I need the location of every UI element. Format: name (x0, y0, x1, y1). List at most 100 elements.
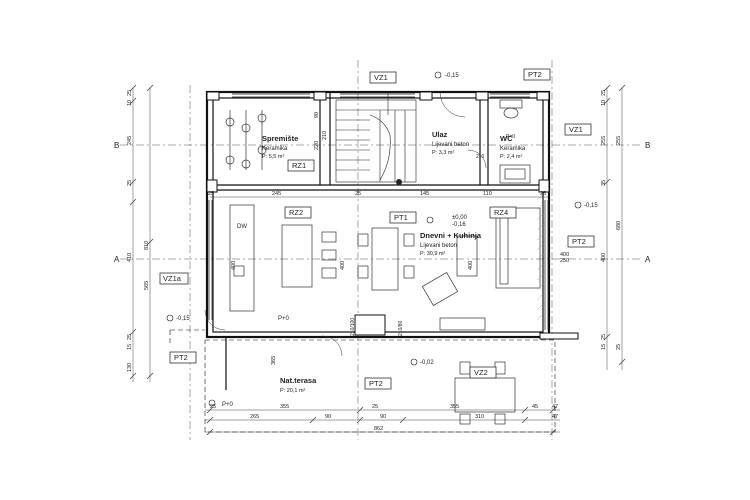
tag-pt2-left: PT2 (174, 353, 188, 362)
dim-inner-5: 400 (468, 261, 474, 270)
dim-top-5: 110 (483, 191, 492, 197)
room-name-spremiste: Spremište (262, 134, 298, 143)
dim-inner-7: 400 (560, 252, 569, 258)
room-floor-spremiste: Keramika (262, 146, 288, 152)
room-area-ulaz: P: 3,3 m² (432, 150, 454, 156)
staircase (335, 92, 417, 183)
dim-inner-1: 90 (314, 112, 320, 118)
dim-b2-2: 90 (325, 414, 331, 420)
level-top: -0,15 (445, 73, 459, 79)
tag-vz1a: VZ1a (163, 274, 182, 283)
dim-b2-3: 90 (380, 414, 386, 420)
dim-left-10: 565 (144, 281, 150, 290)
room-floor-wc: Keramika (500, 146, 526, 152)
dim-inner-2: 210 (322, 131, 328, 140)
dim-right-7: 25 (601, 334, 607, 340)
dimension-texts: 25 245 25 145 110 25 25 355 25 355 45 47… (208, 191, 558, 432)
dim-right-5: 400 (601, 253, 607, 262)
dim-top-6: 25 (540, 191, 546, 197)
dim-inner-3: 220 (314, 141, 320, 150)
tag-rz4: RZ4 (494, 208, 508, 217)
kitchen-furniture (229, 204, 541, 331)
dim-right-9: 25 (616, 344, 622, 350)
dim-right-3: 255 (601, 136, 607, 145)
tag-vz1-right: VZ1 (569, 125, 583, 134)
dim-b1-1: 25 (210, 404, 216, 410)
dim-overall: 862 (374, 426, 383, 432)
room-name-terasa: Nat.terasa (280, 376, 317, 385)
tag-boxes (159, 68, 595, 390)
dim-top-4: 145 (420, 191, 429, 197)
dim-top-1: 25 (208, 191, 214, 197)
dim-left-3: 245 (127, 136, 133, 145)
level-terrace: -0,02 (420, 360, 434, 366)
bicycle-icons (225, 110, 267, 170)
grid-label-a-right: A (645, 255, 651, 264)
dim-right-2: 10 (601, 100, 607, 106)
dim-inner-8: 255 (616, 136, 622, 145)
label-p-0: P+0 (278, 316, 290, 322)
dim-b1-5: 45 (532, 404, 538, 410)
level-main-a: ±0,00 (452, 215, 468, 221)
dim-inner-10: 400 (231, 261, 237, 270)
room-name-wc: WC (500, 134, 513, 143)
label-dw: DW (237, 224, 247, 230)
tag-pt2-right: PT2 (572, 237, 586, 246)
wall-hatching (536, 193, 544, 321)
room-area-wc: P: 2,4 m² (500, 154, 522, 160)
dim-left-1: 25 (127, 90, 133, 96)
dim-left-8: 130 (127, 363, 133, 372)
room-name-ulaz: Ulaz (432, 130, 448, 139)
grid-label-b-right: B (645, 141, 650, 150)
room-area-terasa: P: 20,1 m² (280, 388, 306, 394)
dim-right-8: 15 (601, 344, 607, 350)
tag-vz1-top: VZ1 (374, 73, 388, 82)
bathroom-fixtures (499, 99, 531, 184)
room-name-dnevni: Dnevni + Kuhinja (420, 231, 482, 240)
dim-inner-9: 365 (271, 356, 277, 365)
room-floor-dnevni: Lijevani beton (420, 243, 457, 249)
label-door-210: 210 (476, 154, 485, 160)
tag-vz2: VZ2 (474, 368, 488, 377)
level-main-b: -0,16 (452, 222, 466, 228)
dim-left-5: 410 (127, 253, 133, 262)
room-area-dnevni: P: 30,9 m² (420, 251, 446, 257)
dim-inner-4: 400 (340, 261, 346, 270)
dim-b1-3: 25 (372, 404, 378, 410)
dim-top-3: 25 (355, 191, 361, 197)
dim-left-7: 15 (127, 344, 133, 350)
tag-pt1: PT1 (394, 213, 408, 222)
dim-right-4: 35 (601, 180, 607, 186)
level-right: -0,15 (584, 203, 598, 209)
grid-label-a-left: A (114, 255, 120, 264)
level-left: -0,15 (176, 316, 190, 322)
dim-right-1: 25 (601, 90, 607, 96)
dim-b2-5: 47 (552, 414, 558, 420)
dim-b1-2: 355 (280, 404, 289, 410)
tag-rz1: RZ1 (292, 161, 306, 170)
level-markers (166, 71, 582, 407)
level-door: P+0 (222, 402, 234, 408)
dim-left-6: 25 (127, 334, 133, 340)
label-door-210-100: 210/100 (350, 318, 356, 336)
dimension-lines (132, 88, 623, 433)
tag-pt2-top: PT2 (528, 70, 542, 79)
room-floor-ulaz: Lijevani beton (432, 142, 469, 148)
grid-label-b-left: B (114, 141, 119, 150)
dim-b2-1: 265 (250, 414, 259, 420)
building-walls (205, 90, 551, 339)
dim-top-2: 245 (272, 191, 281, 197)
dim-left-2: 10 (127, 100, 133, 106)
dim-right-6: 680 (616, 221, 622, 230)
tag-rz2: RZ2 (289, 208, 303, 217)
label-door-210-80: 210/80 (398, 320, 404, 336)
door-swings (204, 91, 487, 357)
tag-pt2-terrace: PT2 (369, 379, 383, 388)
dim-left-9: 810 (144, 241, 150, 250)
dim-left-4: 25 (127, 180, 133, 186)
dim-inner-6: 250 (560, 258, 569, 264)
dim-b1-4: 355 (450, 404, 459, 410)
dim-b1-6: 47 (552, 404, 558, 410)
